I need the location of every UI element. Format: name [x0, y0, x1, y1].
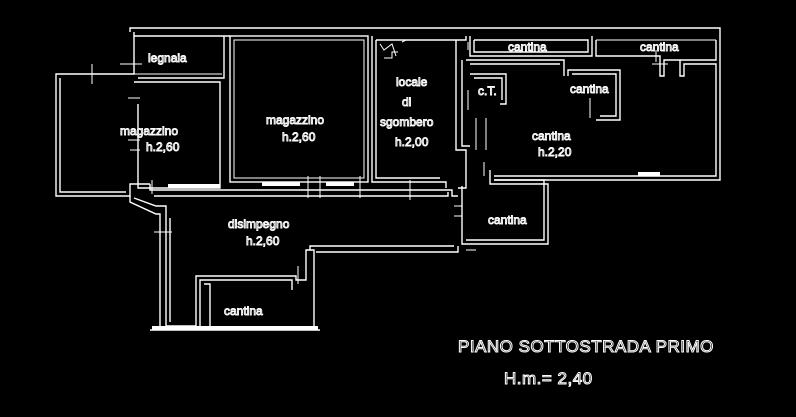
label-cantina-small: cantina — [570, 82, 609, 96]
label-magazzino-left-height: h.2,60 — [146, 140, 180, 154]
label-ct: c.T. — [478, 84, 497, 98]
label-disimpegno: disimpegno — [228, 217, 290, 231]
walls — [55, 27, 721, 331]
title-block: PIANO SOTTOSTRADA PRIMO H.m.= 2,40 — [458, 337, 714, 389]
label-cantina-top-1: cantina — [508, 40, 547, 54]
label-cantina-right-bottom: cantina — [488, 213, 527, 227]
room-labels: legnaia magazzino h.2,60 magazzino h.2,6… — [120, 40, 680, 319]
plan-title: PIANO SOTTOSTRADA PRIMO — [458, 337, 714, 356]
label-cantina-large: cantina — [532, 129, 571, 143]
label-magazzino-center: magazzino — [266, 113, 324, 127]
label-cantina-top-2: cantina — [640, 40, 679, 54]
average-height: H.m.= 2,40 — [504, 369, 593, 388]
label-magazzino-center-height: h.2,60 — [282, 130, 316, 144]
label-sgombero: sgombero — [380, 115, 434, 129]
label-legnaia: legnaia — [148, 51, 187, 65]
doors — [91, 39, 668, 284]
label-cantina-large-height: h.2,20 — [538, 145, 572, 159]
label-locale-height: h.2,00 — [395, 135, 429, 149]
label-di: di — [402, 95, 411, 109]
label-disimpegno-height: h.2,60 — [246, 234, 280, 248]
label-locale: locale — [396, 75, 428, 89]
label-magazzino-left: magazzino — [120, 124, 178, 138]
label-cantina-bottom: cantina — [224, 304, 263, 318]
